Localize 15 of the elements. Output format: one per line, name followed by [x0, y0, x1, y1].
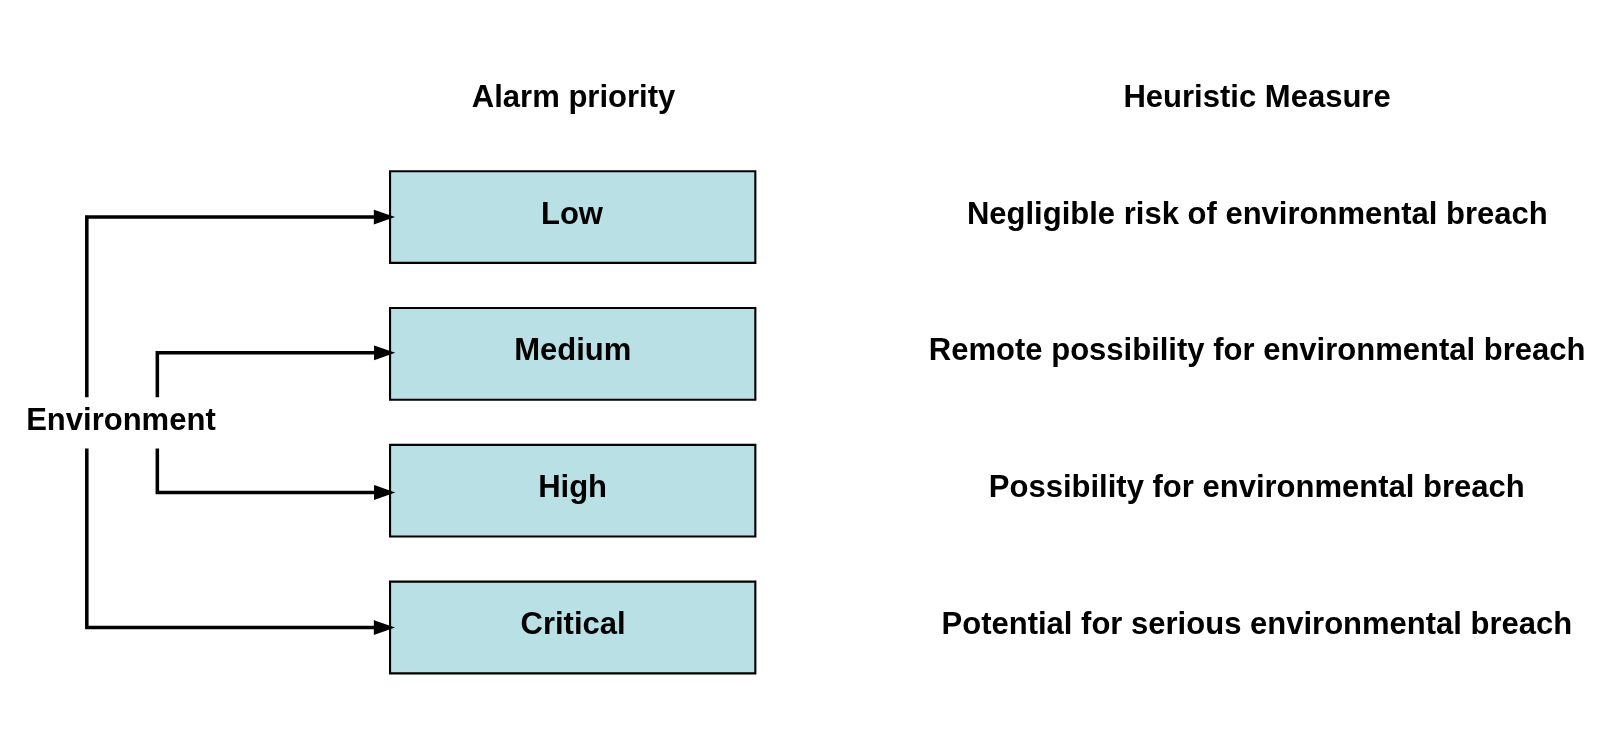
node-box: Low	[389, 169, 757, 264]
arrow	[155, 344, 396, 397]
label: Heuristic Measure	[1123, 78, 1391, 114]
node-text: Environment	[26, 401, 216, 436]
label: Possibility for environmental breach	[988, 468, 1525, 504]
node-box: Critical	[389, 580, 757, 674]
arrow	[155, 448, 396, 500]
arrow	[85, 209, 396, 397]
label: Potential for serious environmental breach	[941, 605, 1573, 641]
label: Remote possibility for environmental breach	[928, 331, 1586, 367]
label: Alarm priority	[471, 78, 676, 114]
node-box: High	[389, 443, 757, 538]
arrow	[85, 448, 396, 635]
node-box: Medium	[389, 306, 757, 401]
label: Negligible risk of environmental breach	[966, 195, 1548, 231]
